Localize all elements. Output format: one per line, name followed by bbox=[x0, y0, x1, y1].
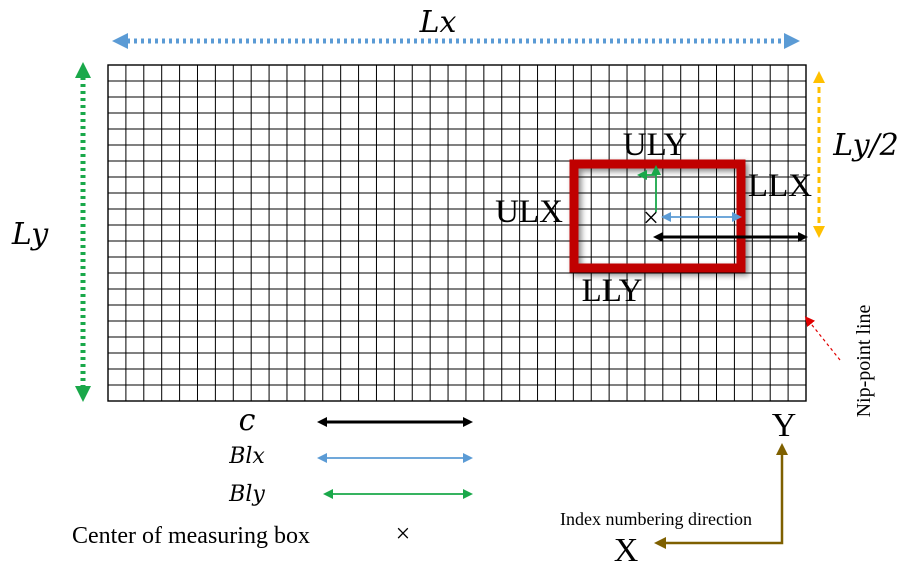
index-numbering-direction-label: Index numbering direction bbox=[560, 509, 752, 529]
ulx-label: ULX bbox=[495, 194, 563, 230]
legend-center-label: Center of measuring box bbox=[72, 523, 310, 549]
lx-label: Lx bbox=[419, 5, 457, 40]
uly-label: ULY bbox=[623, 127, 688, 163]
ly-label: Ly bbox=[11, 217, 49, 252]
index-direction-arrow bbox=[654, 443, 788, 549]
ly-half-label: Ly/2 bbox=[832, 128, 899, 163]
nip-point-line-label: Nip-point line bbox=[853, 304, 875, 417]
axis-x-label: X bbox=[614, 532, 639, 565]
grid-frame bbox=[107, 64, 807, 402]
lly-label: LLY bbox=[582, 273, 643, 309]
legend-blx-label: Blx bbox=[228, 444, 265, 469]
mesh-grid bbox=[107, 64, 807, 402]
box-center-marker: × bbox=[643, 203, 659, 234]
axis-y-label: Y bbox=[772, 407, 797, 444]
legend-bly-label: Bly bbox=[228, 482, 265, 507]
legend-c-label: c bbox=[239, 403, 256, 438]
nip-point-line-arrow bbox=[804, 316, 841, 361]
legend-center-marker: × bbox=[396, 519, 411, 548]
llx-label: LLX bbox=[748, 168, 812, 204]
